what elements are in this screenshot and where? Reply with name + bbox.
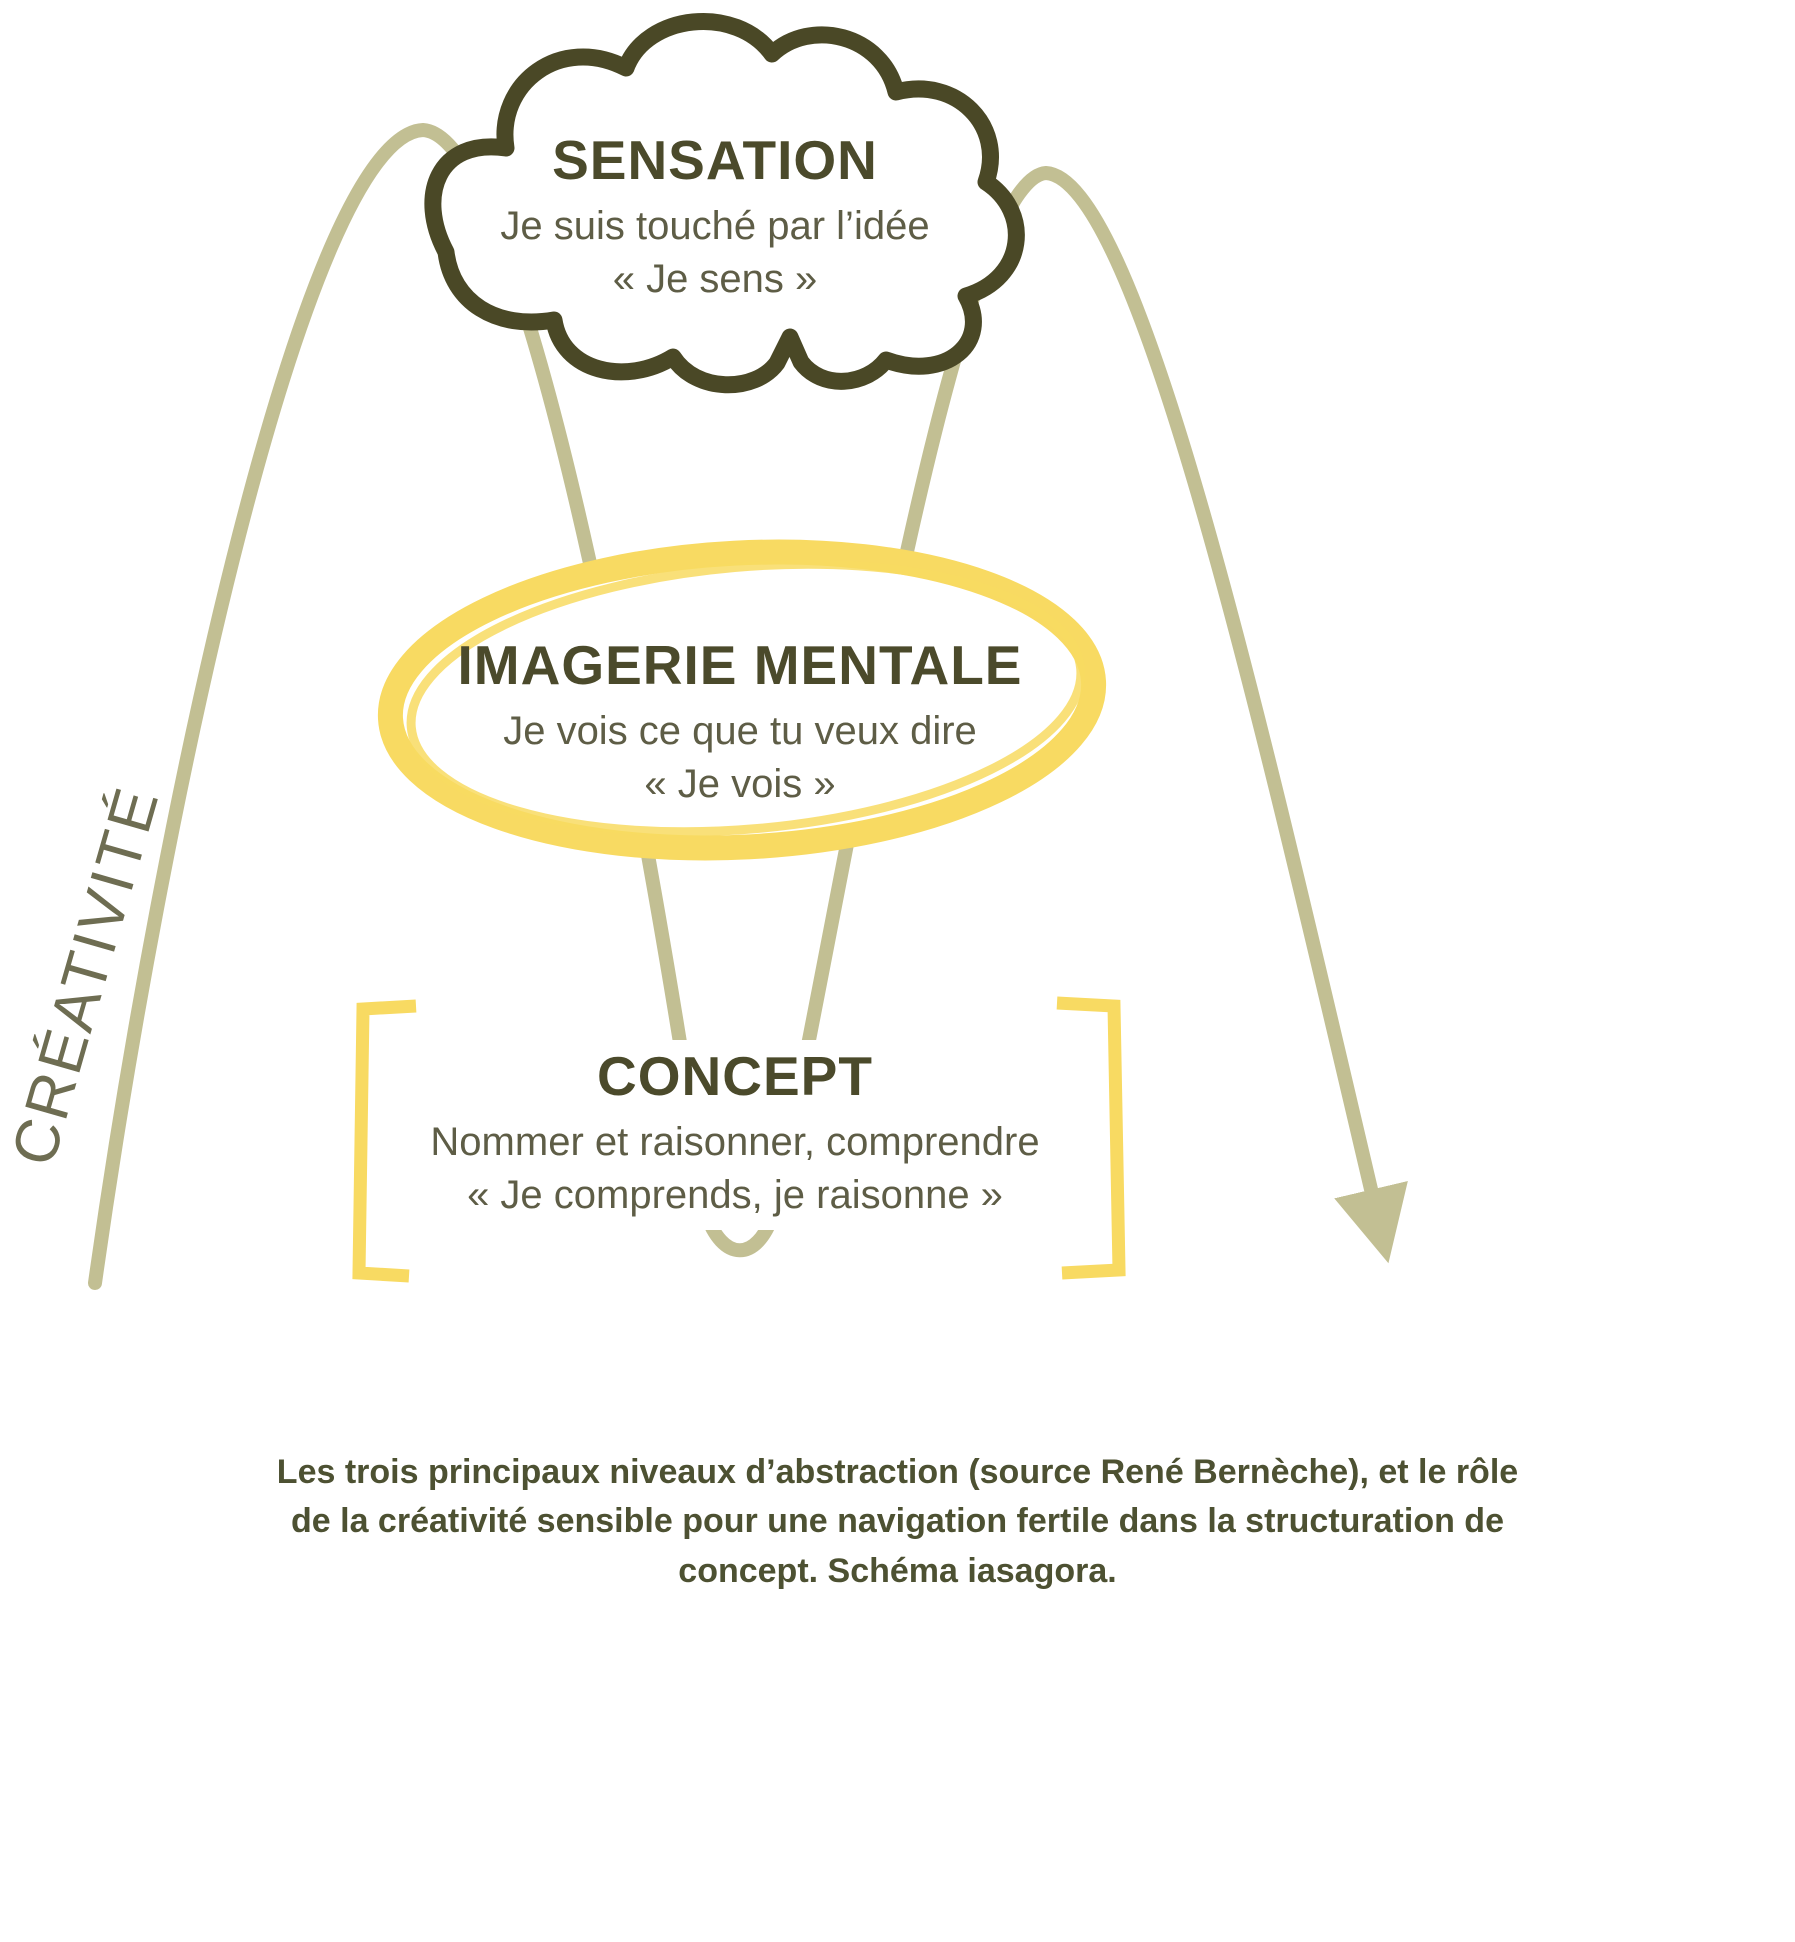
concept-bracket-right-icon <box>1056 996 1126 1280</box>
sensation-node: SENSATION Je suis touché par l’idée « Je… <box>430 128 1000 306</box>
imagerie-subtitle-1: Je vois ce que tu veux dire <box>503 709 977 753</box>
concept-subtitle-2: « Je comprends, je raisonne » <box>467 1172 1003 1217</box>
sensation-title: SENSATION <box>552 129 878 191</box>
sensation-subtitle-2: « Je sens » <box>612 256 818 301</box>
caption-line-1: Les trois principaux niveaux d’abstracti… <box>276 1453 1519 1491</box>
concept-node: CONCEPT Nommer et raisonner, comprendre … <box>375 1040 1095 1230</box>
imagerie-node: IMAGERIE MENTALE Je vois ce que tu veux … <box>400 633 1080 811</box>
concept-bracket-left-icon <box>352 999 417 1283</box>
sensation-cloud-icon <box>424 13 1025 394</box>
caption-line-3: concept. Schéma iasagora. <box>678 1551 1117 1590</box>
concept-subtitle-1: Nommer et raisonner, comprendre <box>430 1120 1040 1164</box>
concept-title: CONCEPT <box>597 1045 873 1107</box>
imagerie-title: IMAGERIE MENTALE <box>457 634 1023 696</box>
creativity-wave-arrow-icon <box>88 122 1408 1290</box>
caption: Les trois principaux niveaux d’abstracti… <box>0 1448 1795 1596</box>
imagerie-subtitle-2: « Je vois » <box>644 761 836 806</box>
caption-line-2: de la créativité sensible pour une navig… <box>291 1502 1504 1541</box>
sensation-subtitle-1: Je suis touché par l’idée <box>500 204 930 248</box>
imagerie-ellipse-icon <box>377 539 1107 861</box>
